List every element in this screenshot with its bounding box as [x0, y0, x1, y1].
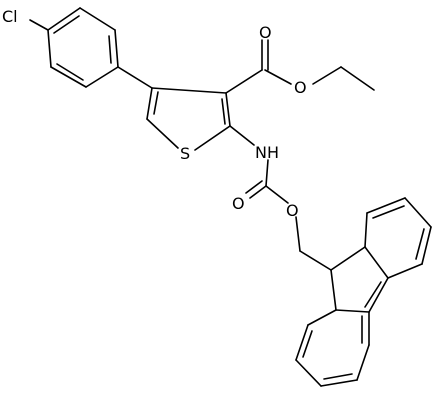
bond — [299, 250, 332, 271]
bond — [114, 29, 119, 68]
double-bond-inner — [53, 15, 80, 34]
bond — [307, 309, 337, 326]
bond — [312, 66, 342, 85]
bond — [265, 185, 289, 204]
bond — [387, 263, 423, 279]
bond-carbonyl — [249, 185, 267, 199]
chlorophenyl-ring — [47, 7, 119, 88]
bond — [421, 226, 432, 265]
bond — [50, 66, 87, 88]
double-bond-inner — [372, 205, 405, 219]
bond-carbonyl — [245, 180, 263, 194]
sulfur-label: S — [180, 144, 190, 163]
double-bond-inner — [323, 373, 353, 380]
bond — [146, 118, 179, 149]
bond — [295, 359, 322, 387]
bond — [340, 66, 375, 91]
double-bond-inner — [302, 330, 313, 358]
bond-to-chlorine — [29, 19, 49, 31]
bond — [85, 66, 119, 88]
carbamate-carbonyl-oxygen-label: O — [232, 194, 245, 213]
bond — [151, 87, 227, 94]
double-bond-inner — [415, 228, 425, 260]
bond — [229, 125, 255, 146]
double-bond-inner — [153, 91, 159, 115]
amine-label: NH — [255, 143, 279, 162]
bond — [264, 69, 292, 85]
bond — [320, 379, 358, 387]
carbamate-ether-oxygen-label: O — [286, 201, 299, 220]
bond — [368, 277, 389, 313]
fluorene-system — [295, 197, 432, 387]
bond — [79, 7, 116, 31]
bond — [225, 92, 231, 127]
bond — [335, 309, 370, 313]
bond — [47, 7, 81, 31]
bond — [356, 344, 370, 381]
bond — [330, 246, 366, 271]
bond — [364, 212, 368, 248]
bond — [404, 197, 432, 228]
ethyl-ester — [225, 39, 375, 94]
ester-ether-oxygen-label: O — [294, 78, 307, 97]
bond — [330, 269, 337, 311]
bond — [194, 125, 231, 151]
bond — [117, 66, 153, 89]
bond — [295, 324, 309, 361]
bond — [295, 216, 301, 252]
carbamate-linker — [229, 125, 332, 271]
bond — [265, 159, 269, 187]
double-bond-inner — [56, 63, 84, 81]
bond — [366, 197, 406, 214]
bond — [225, 69, 263, 94]
bond — [364, 246, 389, 279]
double-bond-inner — [364, 281, 382, 308]
double-bond-inner — [108, 35, 112, 64]
ester-carbonyl-oxygen-label: O — [259, 23, 272, 42]
double-bond-inner — [221, 98, 226, 125]
bond — [47, 29, 52, 68]
thiophene-ring — [117, 66, 231, 151]
bond — [146, 87, 153, 120]
chlorine-label: Cl — [2, 7, 18, 26]
